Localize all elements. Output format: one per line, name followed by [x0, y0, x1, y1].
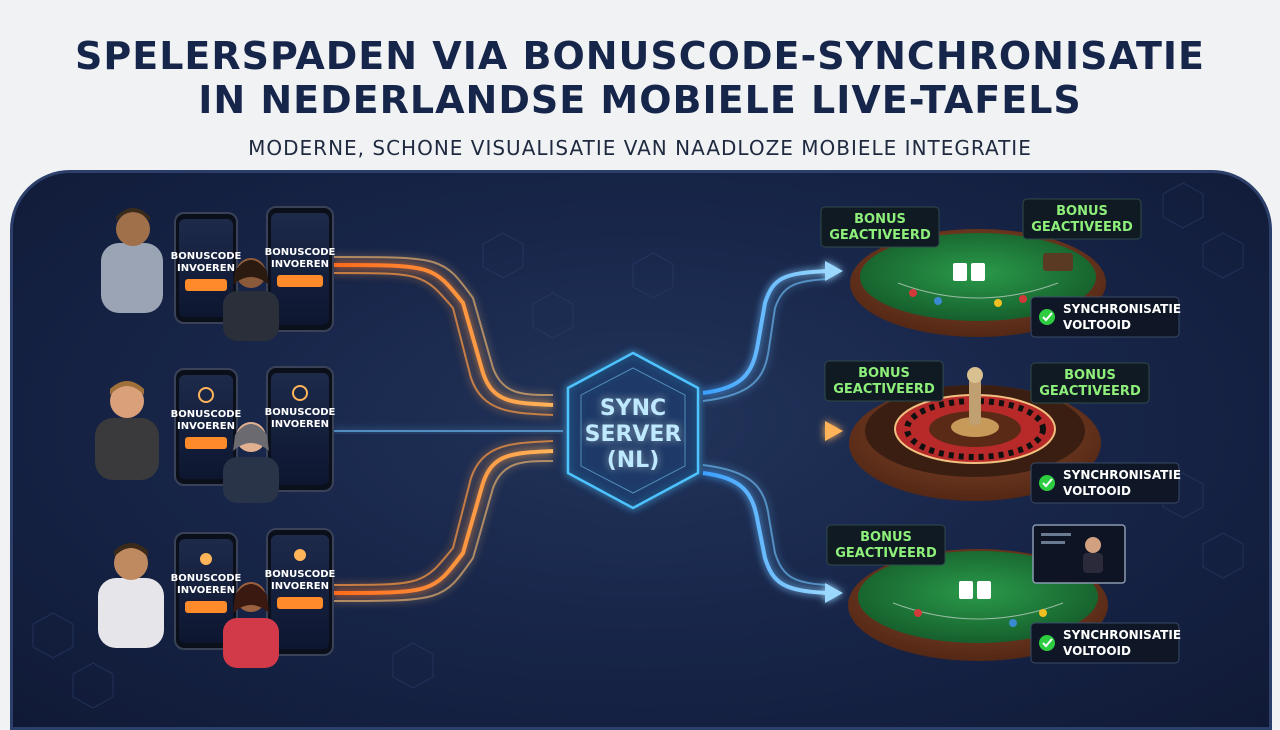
svg-text:SYNCHRONISATIE: SYNCHRONISATIE: [1063, 628, 1181, 642]
svg-text:SYNCHRONISATIE: SYNCHRONISATIE: [1063, 468, 1181, 482]
phone-left[interactable]: BONUSCODE INVOEREN: [171, 532, 242, 650]
bonus-badge-1b: BONUS GEACTIVEERD: [1022, 198, 1142, 240]
svg-text:BONUS: BONUS: [1056, 204, 1108, 219]
player-avatar-man: [101, 208, 163, 313]
player-avatar-woman: [223, 258, 279, 341]
phone-label-line-1: BONUSCODE: [171, 573, 242, 584]
title-line-2: IN NEDERLANDSE MOBIELE LIVE-TAFELS: [198, 78, 1082, 122]
coin-icon: [292, 385, 308, 401]
phone-right[interactable]: BONUSCODE INVOEREN: [265, 366, 336, 492]
orange-flow-paths: [332, 256, 554, 602]
check-icon: [1039, 635, 1055, 651]
phone-label-line-1: BONUSCODE: [265, 247, 336, 258]
blue-flow-left: [333, 423, 563, 432]
svg-text:SYNCHRONISATIE: SYNCHRONISATIE: [1063, 302, 1181, 316]
player-row-2: BONUSCODE INVOEREN BONUSCODE INVOEREN: [95, 366, 336, 503]
svg-text:GEACTIVEERD: GEACTIVEERD: [833, 382, 935, 397]
phone-label-line-1: BONUSCODE: [171, 409, 242, 420]
phone-label-line-2: INVOEREN: [271, 259, 329, 270]
sync-status-3: SYNCHRONISATIE VOLTOOID: [1030, 622, 1181, 664]
card-icon: [971, 263, 985, 281]
server-label-line-1: SYNC: [600, 396, 666, 421]
phone-left[interactable]: BONUSCODE INVOEREN: [171, 368, 242, 486]
roulette-spindle: [969, 377, 981, 425]
svg-text:GEACTIVEERD: GEACTIVEERD: [1031, 220, 1133, 235]
sync-status-1: SYNCHRONISATIE VOLTOOID: [1030, 296, 1181, 338]
player-avatar-man: [98, 543, 164, 648]
title-line-1: SPELERSPADEN VIA BONUSCODE-SYNCHRONISATI…: [75, 34, 1205, 78]
card-icon: [953, 263, 967, 281]
phone-label-line-1: BONUSCODE: [265, 407, 336, 418]
card-icon: [959, 581, 973, 599]
server-label-line-3: (NL): [607, 448, 660, 473]
bonus-badge-2b: BONUS GEACTIVEERD: [1030, 362, 1150, 404]
svg-text:BONUS: BONUS: [854, 212, 906, 227]
phone-label-line-2: INVOEREN: [177, 585, 235, 596]
svg-text:BONUS: BONUS: [858, 366, 910, 381]
player-row-3: BONUSCODE INVOEREN BONUSCODE INVOEREN: [98, 528, 336, 668]
blue-flow-paths: [702, 269, 829, 595]
phone-submit-button[interactable]: [277, 597, 323, 609]
flow-diagram: SYNC SERVER (NL) BONUSCODE INVOEREN BONU…: [32, 182, 1244, 709]
svg-text:GEACTIVEERD: GEACTIVEERD: [1039, 384, 1141, 399]
coin-icon: [200, 553, 212, 565]
phone-submit-button[interactable]: [185, 279, 227, 291]
svg-text:BONUS: BONUS: [860, 530, 912, 545]
coin-icon: [294, 549, 306, 561]
table-blackjack-bottom: [848, 524, 1126, 661]
diagram-stage: SYNC SERVER (NL) BONUSCODE INVOEREN BONU…: [10, 170, 1272, 730]
phone-submit-button[interactable]: [185, 437, 227, 449]
phone-submit-button[interactable]: [185, 601, 227, 613]
phone-right[interactable]: BONUSCODE INVOEREN: [265, 206, 336, 332]
player-avatar-woman: [223, 582, 279, 668]
sync-status-2: SYNCHRONISATIE VOLTOOID: [1030, 462, 1181, 504]
header: SPELERSPADEN VIA BONUSCODE-SYNCHRONISATI…: [0, 0, 1280, 170]
check-icon: [1039, 475, 1055, 491]
phone-submit-button[interactable]: [277, 275, 323, 287]
arrow-head-top: [825, 261, 843, 281]
server-label-line-2: SERVER: [585, 422, 682, 447]
svg-text:VOLTOOID: VOLTOOID: [1063, 644, 1131, 658]
page-title: SPELERSPADEN VIA BONUSCODE-SYNCHRONISATI…: [0, 0, 1280, 122]
card-shoe: [1043, 253, 1073, 271]
phone-right[interactable]: BONUSCODE INVOEREN: [265, 528, 336, 656]
arrow-head-middle: [825, 421, 843, 441]
svg-text:VOLTOOID: VOLTOOID: [1063, 318, 1131, 332]
phone-label-line-1: BONUSCODE: [171, 251, 242, 262]
phone-label-line-2: INVOEREN: [271, 419, 329, 430]
player-row-1: BONUSCODE INVOEREN BONUSCODE INVOEREN: [101, 206, 336, 341]
check-icon: [1039, 309, 1055, 325]
page-subtitle: MODERNE, SCHONE VISUALISATIE VAN NAADLOZ…: [248, 136, 1032, 160]
sync-server: SYNC SERVER (NL): [566, 351, 700, 510]
bonus-badge-3: BONUS GEACTIVEERD: [826, 524, 946, 566]
phone-label-line-2: INVOEREN: [177, 263, 235, 274]
coin-icon: [198, 387, 214, 403]
svg-text:BONUS: BONUS: [1064, 368, 1116, 383]
phone-label-line-2: INVOEREN: [177, 421, 235, 432]
phone-label-line-1: BONUSCODE: [265, 569, 336, 580]
phone-label-line-2: INVOEREN: [271, 581, 329, 592]
arrow-head-bottom: [825, 583, 843, 603]
bonus-badge-1a: BONUS GEACTIVEERD: [820, 206, 940, 248]
player-avatar-woman: [223, 422, 279, 503]
bonus-badge-2a: BONUS GEACTIVEERD: [824, 360, 944, 402]
arrowheads: [825, 261, 843, 603]
svg-text:GEACTIVEERD: GEACTIVEERD: [829, 228, 931, 243]
card-icon: [977, 581, 991, 599]
svg-text:VOLTOOID: VOLTOOID: [1063, 484, 1131, 498]
svg-text:GEACTIVEERD: GEACTIVEERD: [835, 546, 937, 561]
player-avatar-man: [95, 381, 159, 480]
